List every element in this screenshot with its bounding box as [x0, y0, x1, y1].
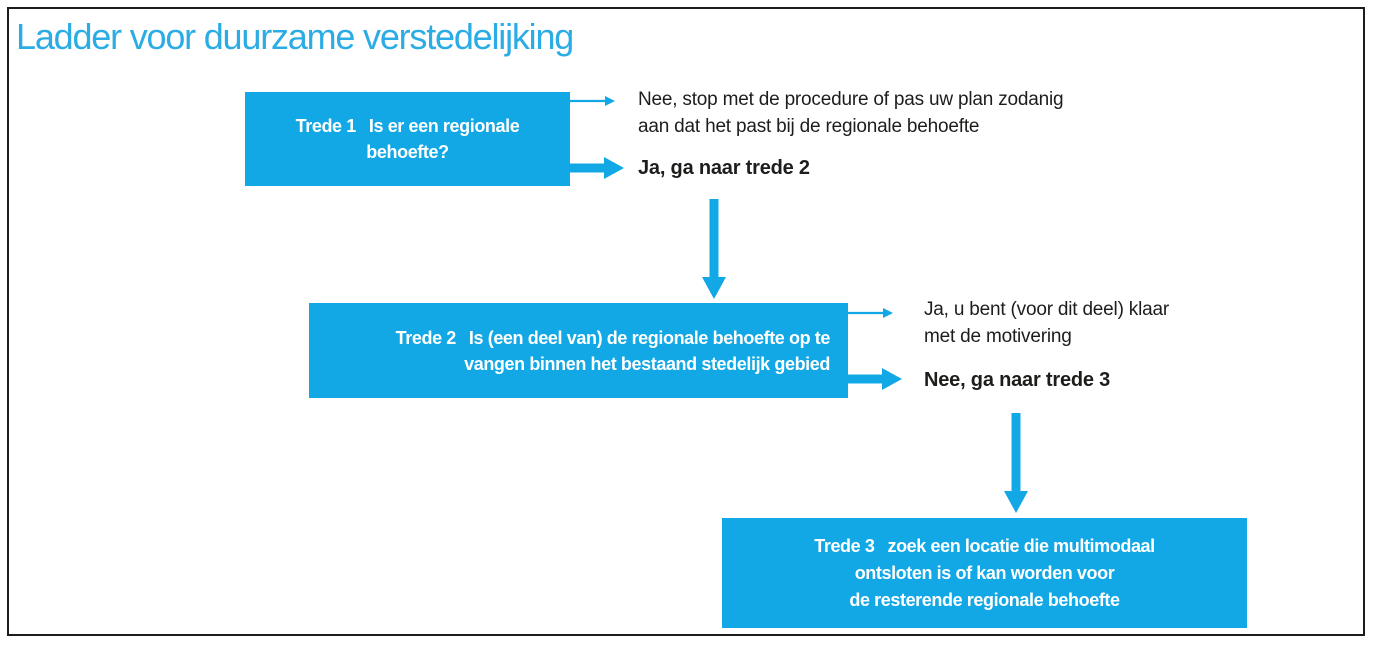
step1-no-line2: aan dat het past bij de regionale behoef…	[638, 116, 980, 137]
step1-yes-text: Ja, ga naar trede 2	[638, 157, 810, 179]
step3-action-line3: de resterende regionale behoefte	[849, 589, 1120, 610]
step3-action-line1: Trede 3 zoek een locatie die multimodaal	[722, 533, 1247, 560]
arrow-right-thick-icon	[570, 157, 624, 179]
step2-question-text: Is (een deel van) de regionale behoefte …	[468, 327, 830, 348]
arrow-right-thin-icon	[848, 308, 893, 318]
arrow-down-icon	[1004, 413, 1028, 513]
arrow-right-thin-icon	[570, 96, 615, 106]
step3-action-text: zoek een locatie die multimodaal	[887, 535, 1155, 556]
step1-box: Trede 1 Is er een regionale behoefte?	[245, 92, 570, 186]
step2-yes-line1: Ja, u bent (voor dit deel) klaar	[924, 299, 1169, 320]
arrow-right-thick-icon	[848, 368, 902, 390]
step2-yes-text: Ja, u bent (voor dit deel) klaar met de …	[924, 296, 1169, 350]
step1-label: Trede 1	[295, 116, 357, 136]
step2-box: Trede 2 Is (een deel van) de regionale be…	[309, 303, 848, 398]
step1-question-text: Is er een regionale	[368, 116, 520, 136]
step2-yes-line2: met de motivering	[924, 326, 1072, 347]
step3-action-line2: ontsloten is of kan worden voor	[854, 562, 1115, 583]
step3-label: Trede 3	[814, 535, 875, 556]
arrow-down-icon	[702, 199, 726, 299]
step2-no-text: Nee, ga naar trede 3	[924, 369, 1111, 391]
page-title: Ladder voor duurzame verstedelijking	[16, 16, 574, 57]
step1-question-line2: behoefte?	[366, 142, 449, 162]
step1-question-line1: Trede 1 Is er een regionale	[245, 113, 570, 139]
step2-label: Trede 2	[395, 327, 457, 348]
step1-no-text: Nee, stop met de procedure of pas uw pla…	[638, 86, 1064, 140]
step2-question-line2: vangen binnen het bestaand stedelijk geb…	[464, 353, 830, 374]
step1-no-line1: Nee, stop met de procedure of pas uw pla…	[638, 89, 1064, 110]
step2-question-line1: Trede 2 Is (een deel van) de regionale be…	[309, 325, 831, 351]
